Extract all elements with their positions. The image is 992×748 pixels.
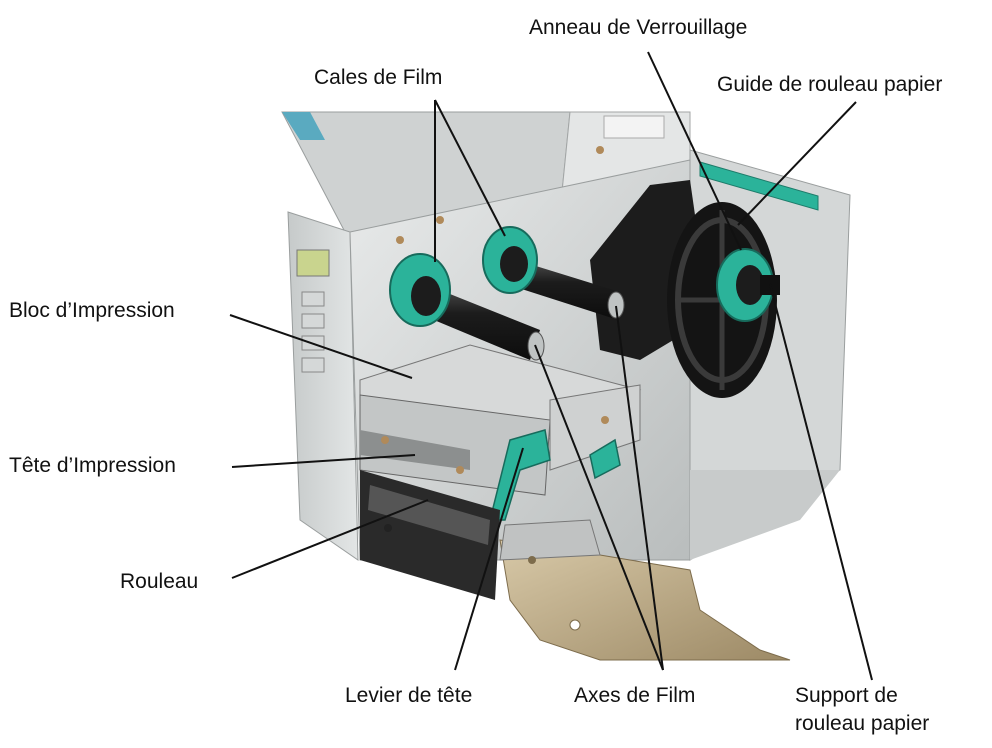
paper-guide-plate [499, 519, 791, 661]
leader-line-rouleau [231, 499, 429, 579]
panel-button [301, 291, 325, 307]
leader-lines [229, 51, 873, 681]
leader-line-axes-1 [534, 344, 664, 671]
platen-roller [360, 470, 500, 600]
lcd-display [296, 249, 330, 277]
leader-line-cales-2 [434, 99, 506, 237]
label-tete-d-impression: Tête d’Impression [9, 454, 176, 477]
leader-line-levier [454, 447, 524, 671]
label-support-line2: rouleau papier [795, 712, 930, 735]
lower-ribbon-shaft [389, 253, 545, 361]
label-bloc-d-impression: Bloc d’Impression [9, 299, 175, 322]
ribbon-stopper-lower [389, 253, 451, 327]
label-anneau-de-verrouillage: Anneau de Verrouillage [529, 16, 748, 39]
print-head-block [359, 344, 642, 496]
leader-line-support [769, 283, 873, 681]
panel-button [301, 313, 325, 329]
locking-ring [716, 248, 780, 322]
label-support-line1: Support de [795, 684, 898, 707]
leader-line-tete [231, 454, 416, 468]
label-axes-de-film: Axes de Film [574, 684, 696, 707]
leader-line-anneau [647, 51, 742, 251]
printer-body [287, 211, 359, 561]
paper-guide-bar [699, 161, 819, 211]
panel-button [301, 357, 325, 373]
leader-line-bloc [229, 314, 413, 379]
leader-line-axes-2 [615, 305, 664, 671]
ribbon-stopper-upper [482, 226, 538, 294]
label-cales-de-film: Cales de Film [314, 66, 443, 89]
upper-ribbon-shaft [482, 226, 625, 319]
label-rouleau: Rouleau [120, 570, 199, 593]
label-levier-de-tete: Levier de tête [345, 684, 473, 707]
label-guide-de-rouleau-papier: Guide de rouleau papier [717, 73, 943, 96]
leader-line-guide [737, 101, 857, 226]
